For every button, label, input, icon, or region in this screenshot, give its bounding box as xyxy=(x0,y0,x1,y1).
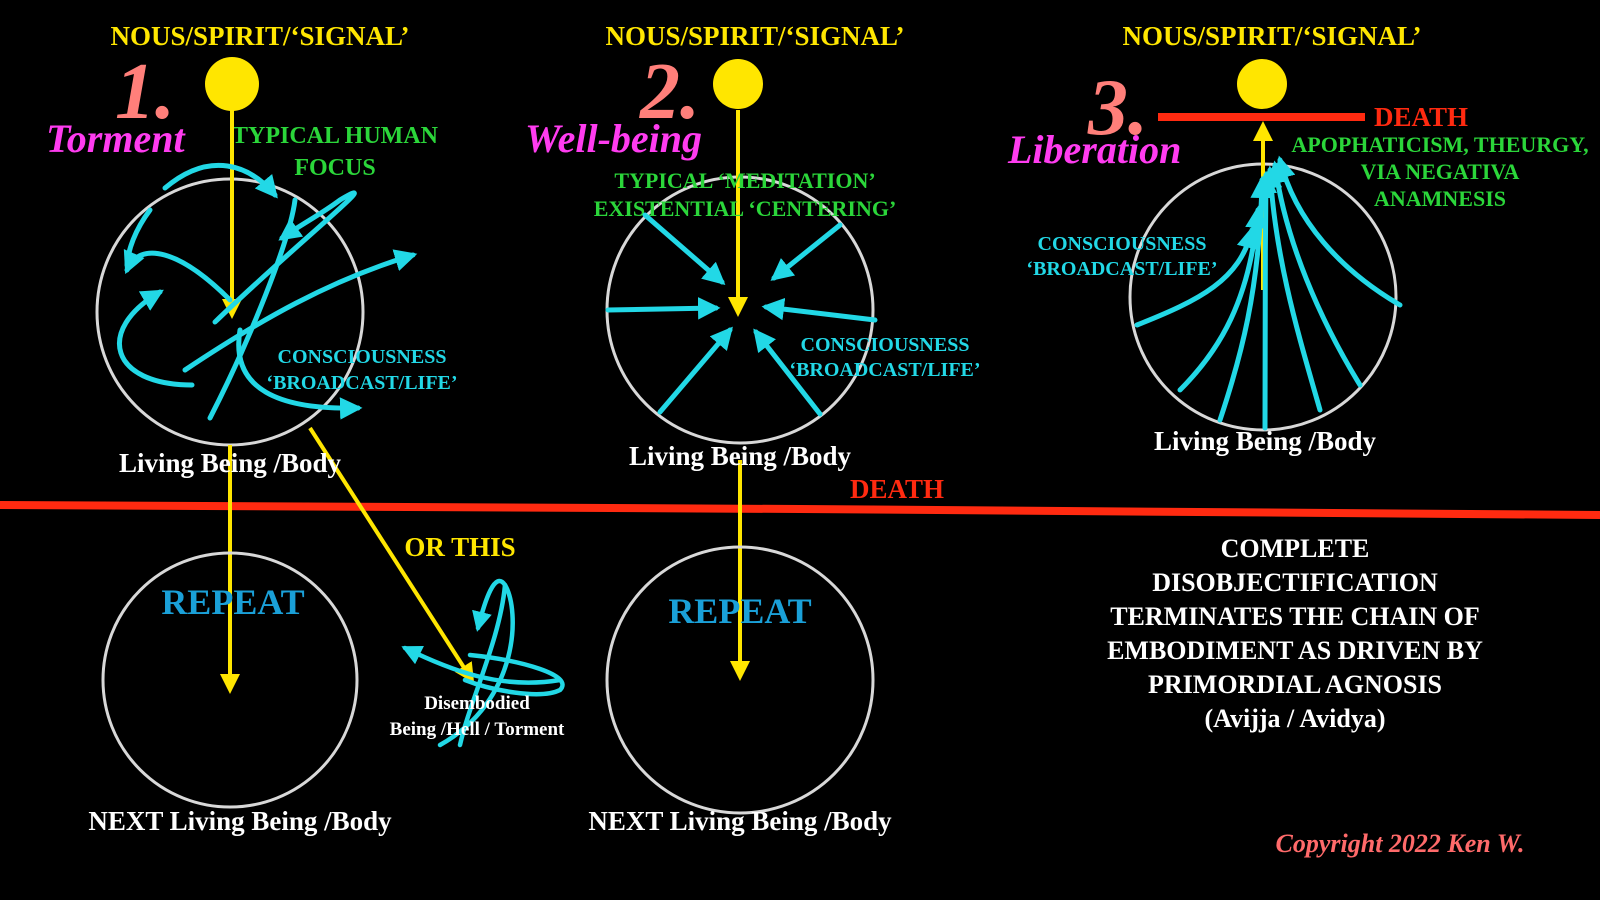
panel2-header: NOUS/SPIRIT/‘SIGNAL’ xyxy=(605,21,904,51)
panel3-number: 3. xyxy=(1087,64,1148,152)
panel3-conclusion: COMPLETE DISOBJECTIFICATION TERMINATES T… xyxy=(1107,534,1483,733)
panel1-or-this-arrow xyxy=(308,426,475,684)
panel3-state: Liberation xyxy=(1007,127,1181,172)
panel1-next-body-circle xyxy=(101,551,359,809)
panel3-method-line3: ANAMNESIS xyxy=(1374,186,1506,211)
death-line xyxy=(0,501,1600,519)
conclusion-line: DISOBJECTIFICATION xyxy=(1152,568,1438,597)
panel-torment: NOUS/SPIRIT/‘SIGNAL’ 1. Torment TYPICAL … xyxy=(46,21,565,836)
panel3-method-line2: VIA NEGATIVA xyxy=(1361,159,1520,184)
panel1-next-body-label: NEXT Living Being /Body xyxy=(88,806,392,836)
panel3-signal-sun xyxy=(1237,59,1287,109)
panel2-centering-arrows xyxy=(605,212,878,417)
panel2-meditation-line2: EXISTENTIAL ‘CENTERING’ xyxy=(594,196,897,221)
panel1-disembodied-tangle xyxy=(401,578,565,748)
panel1-body-label: Living Being /Body xyxy=(119,448,342,478)
panel1-number: 1. xyxy=(115,48,175,136)
conclusion-line: (Avijja / Avidya) xyxy=(1204,704,1385,733)
panel3-consciousness-line1: CONSCIOUSNESS xyxy=(1038,233,1207,255)
panel3-body-label: Living Being /Body xyxy=(1154,426,1377,456)
conclusion-line: COMPLETE xyxy=(1221,534,1370,563)
panel2-next-body-circle xyxy=(605,545,875,815)
panel2-number: 2. xyxy=(639,48,700,136)
panel3-consciousness-line2: ‘BROADCAST/LIFE’ xyxy=(1026,258,1217,280)
conclusion-line: TERMINATES THE CHAIN OF xyxy=(1110,602,1480,631)
panel-well-being: NOUS/SPIRIT/‘SIGNAL’ 2. Well-being TYPIC… xyxy=(525,21,981,836)
death-line-label: DEATH xyxy=(850,474,944,504)
panel1-signal-sun xyxy=(205,57,259,111)
panel1-state: Torment xyxy=(46,116,186,161)
conclusion-line: PRIMORDIAL AGNOSIS xyxy=(1148,670,1442,699)
panel3-method-line1: APOPHATICISM, THEURGY, xyxy=(1291,132,1588,157)
copyright: Copyright 2022 Ken W. xyxy=(1276,829,1525,858)
panel2-signal-sun xyxy=(713,59,763,109)
panel1-disembodied-line1: Disembodied xyxy=(424,693,530,714)
panel1-consciousness-line1: CONSCIOUSNESS xyxy=(278,346,447,368)
panel1-disembodied-line2: Being /Hell / Torment xyxy=(390,719,565,740)
panel3-ascending-consciousness-arrows xyxy=(1134,155,1403,431)
panel1-repeat-label: REPEAT xyxy=(161,582,304,622)
panel1-focus-line2: FOCUS xyxy=(294,155,375,181)
panel2-state: Well-being xyxy=(525,116,702,161)
panel-liberation: NOUS/SPIRIT/‘SIGNAL’ 3. Liberation DEATH… xyxy=(1007,21,1589,733)
panel2-repeat-label: REPEAT xyxy=(668,591,811,631)
panel2-body-label: Living Being /Body xyxy=(629,441,852,471)
panel1-header: NOUS/SPIRIT/‘SIGNAL’ xyxy=(110,21,409,51)
panel1-focus-line1: TYPICAL HUMAN xyxy=(232,123,439,149)
panel3-death-label: DEATH xyxy=(1374,102,1468,132)
panel3-header: NOUS/SPIRIT/‘SIGNAL’ xyxy=(1122,21,1421,51)
panel2-next-body-label: NEXT Living Being /Body xyxy=(588,806,892,836)
panel1-or-this-label: OR THIS xyxy=(404,532,515,562)
conclusion-line: EMBODIMENT AS DRIVEN BY xyxy=(1107,636,1483,665)
panel2-consciousness-line1: CONSCIOUSNESS xyxy=(801,334,970,356)
panel1-chaotic-consciousness-arrows xyxy=(117,162,418,421)
panel2-consciousness-line2: ‘BROADCAST/LIFE’ xyxy=(789,359,980,381)
panel1-consciousness-line2: ‘BROADCAST/LIFE’ xyxy=(266,372,457,394)
panel2-meditation-line1: TYPICAL ‘MEDITATION’ xyxy=(614,168,875,193)
